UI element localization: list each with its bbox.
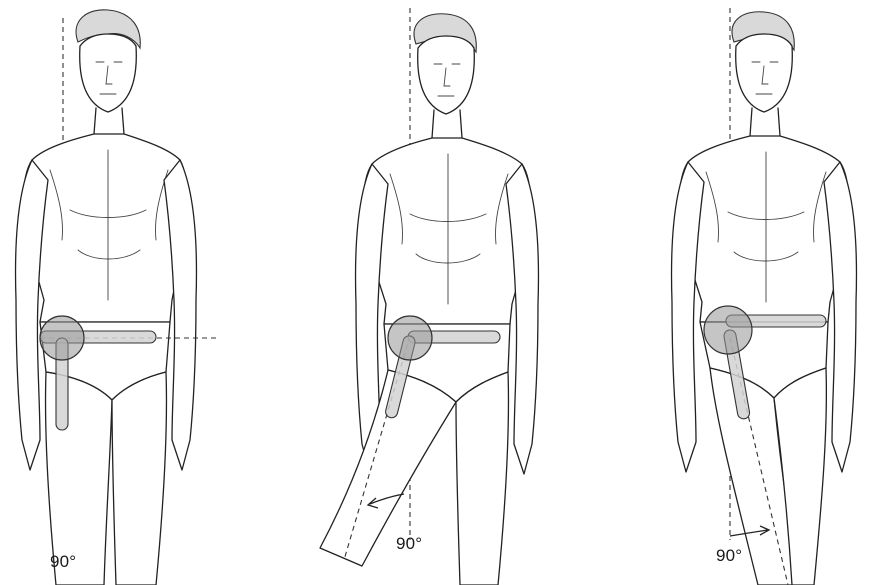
head (80, 34, 137, 112)
left-leg (112, 372, 167, 585)
goniometer-axis (704, 306, 752, 354)
panel-neutral-position: 90° (0, 0, 296, 585)
head (736, 34, 793, 112)
goniometer-axis (388, 316, 432, 360)
left-leg (456, 372, 509, 585)
torso (364, 138, 531, 324)
panel-adduction: 90° (592, 0, 886, 585)
right-arm (672, 162, 704, 472)
panel-abduction: 90° (296, 0, 592, 585)
torso (24, 134, 188, 322)
angle-label: 90° (716, 546, 742, 566)
figure-adduction-illustration (592, 0, 886, 585)
torso (680, 136, 849, 322)
figure-neutral-illustration (0, 0, 296, 585)
figure-abduction-illustration (296, 0, 592, 585)
head (418, 36, 475, 114)
goniometer-axis (40, 316, 84, 360)
angle-label: 90° (50, 552, 76, 572)
angle-label: 90° (396, 534, 422, 554)
